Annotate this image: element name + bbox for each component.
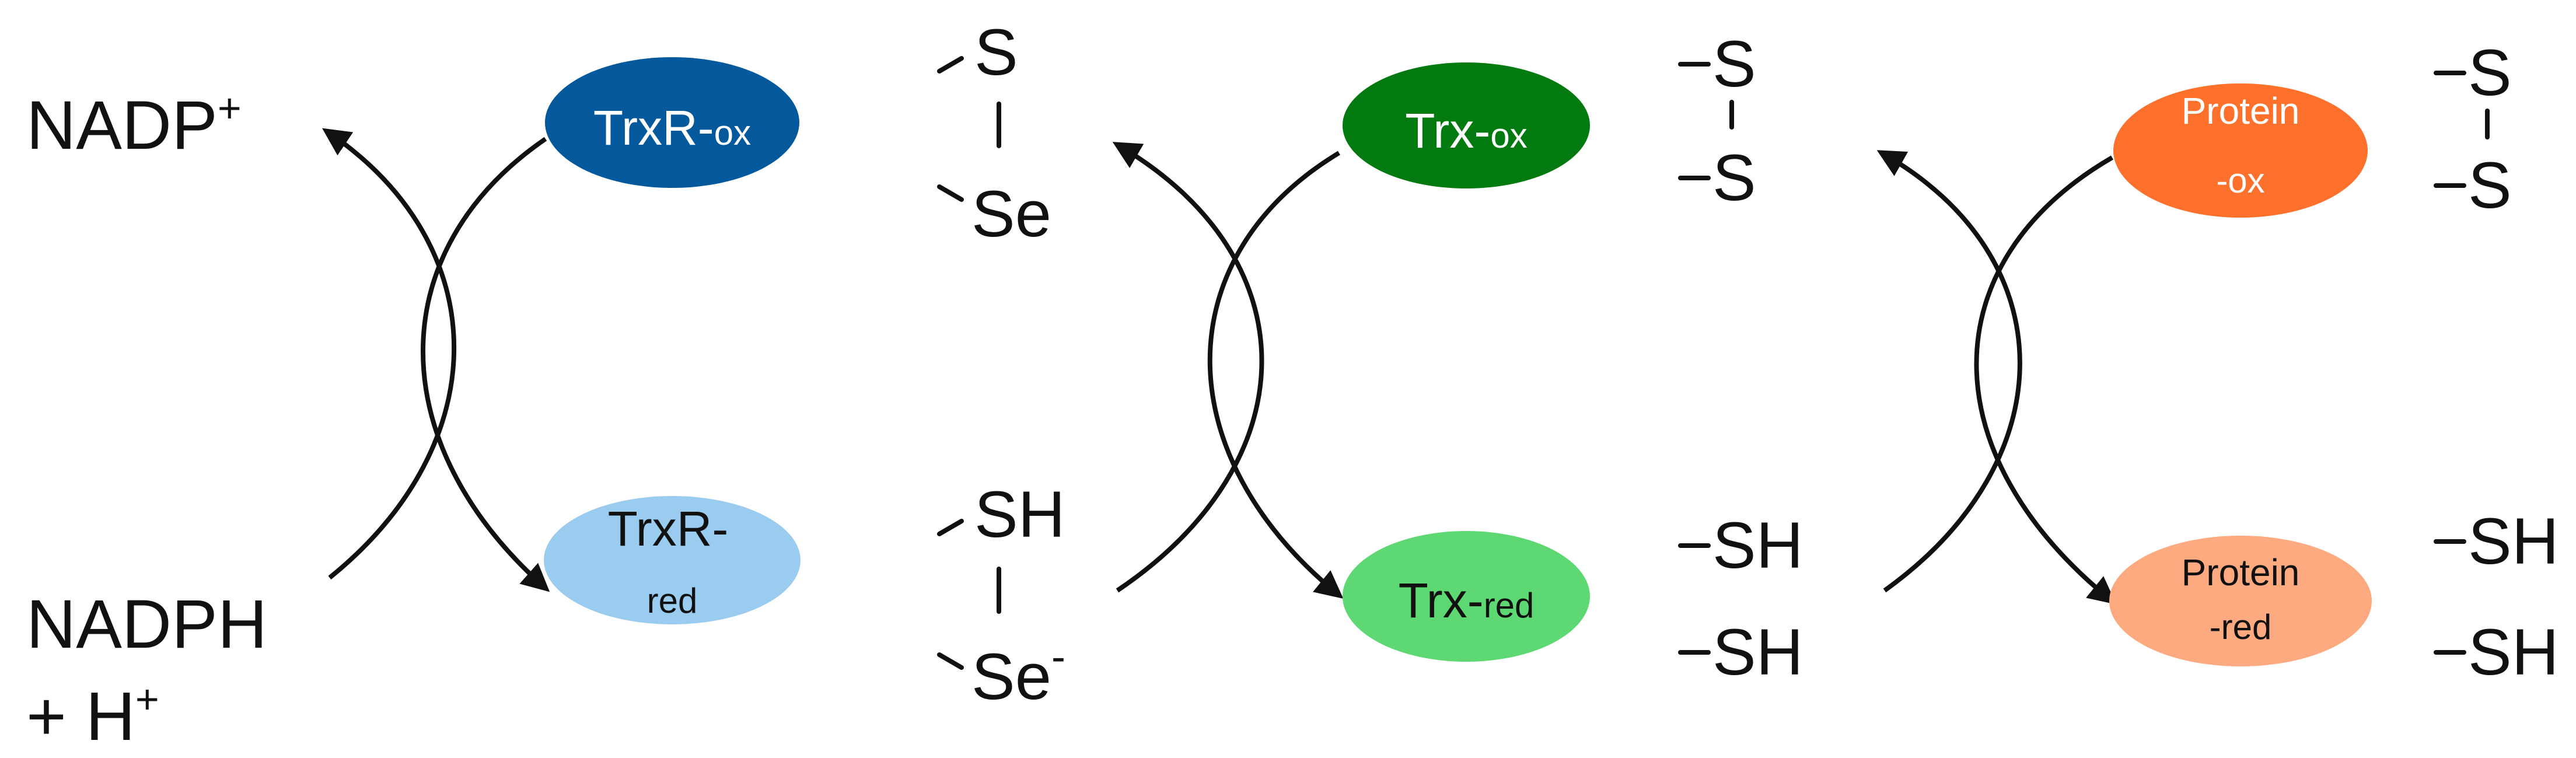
trx-ox-disulfide: S S — [1678, 27, 1756, 214]
svg-text:Trx-ox: Trx-ox — [1405, 103, 1528, 158]
svg-text:Protein: Protein — [2182, 90, 2300, 132]
arc-trx-ox-to-red — [1207, 151, 1344, 599]
trx-red-dithiol: SH SH — [1678, 509, 1803, 689]
h-plus-label: + H+ — [26, 676, 159, 755]
nadp-label: NADP+ — [26, 85, 242, 164]
arc-trxr-red-to-ox — [1112, 142, 1264, 593]
arc-trxr-ox-to-red — [421, 137, 550, 592]
svg-text:S: S — [974, 16, 1018, 89]
svg-text:-red: -red — [2210, 607, 2272, 647]
protein-red-dithiol: SH SH — [2434, 505, 2559, 689]
arc-nadph-to-nadp — [322, 128, 456, 580]
svg-text:Se: Se — [971, 177, 1051, 250]
node-trxr-red: TrxR- red — [544, 496, 801, 624]
node-trx-ox: Trx-ox — [1343, 62, 1590, 188]
node-trxr-ox: TrxR-ox — [545, 57, 799, 188]
svg-text:Se-: Se- — [971, 634, 1065, 713]
trxr-ox-selenenylsulfide: S Se — [937, 16, 1051, 250]
svg-text:SH: SH — [1712, 509, 1803, 582]
svg-text:Trx-red: Trx-red — [1399, 573, 1535, 628]
svg-text:SH: SH — [1712, 616, 1803, 689]
svg-text:SH: SH — [974, 478, 1065, 551]
svg-text:S: S — [2468, 36, 2512, 109]
node-protein-ox: Protein -ox — [2113, 83, 2368, 218]
svg-text:TrxR-ox: TrxR-ox — [593, 100, 751, 155]
svg-text:SH: SH — [2468, 616, 2559, 689]
svg-text:-ox: -ox — [2216, 161, 2264, 200]
svg-text:SH: SH — [2468, 505, 2559, 578]
arc-trx-red-to-ox — [1876, 150, 2022, 593]
node-protein-red: Protein -red — [2109, 536, 2372, 666]
svg-text:S: S — [1712, 141, 1756, 214]
node-trx-red: Trx-red — [1343, 531, 1590, 662]
svg-text:red: red — [647, 581, 698, 620]
svg-text:S: S — [2468, 149, 2512, 222]
trxr-red-selenolthiol: SH Se- — [937, 478, 1065, 713]
svg-text:Protein: Protein — [2182, 551, 2300, 593]
arc-protein-ox-to-red — [1974, 155, 2117, 605]
nadph-label: NADPH — [26, 586, 267, 663]
protein-ox-disulfide: S S — [2434, 36, 2512, 222]
svg-text:TrxR-: TrxR- — [608, 501, 729, 556]
svg-text:S: S — [1712, 27, 1756, 100]
